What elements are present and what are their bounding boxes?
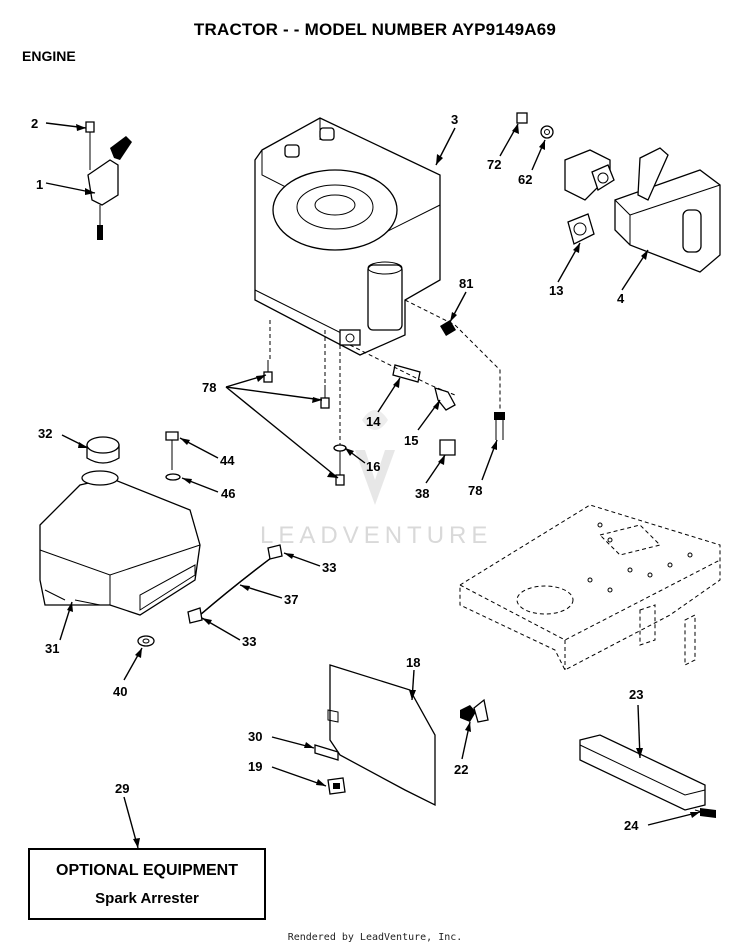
callout-3[interactable]: 3 — [451, 112, 458, 127]
spark-arrester-label[interactable]: Spark Arrester — [95, 890, 199, 907]
callout-78-bolts[interactable]: 78 — [202, 380, 216, 395]
fuel-line-part[interactable] — [187, 544, 283, 624]
callout-46[interactable]: 46 — [221, 486, 235, 501]
callout-4[interactable]: 4 — [617, 291, 625, 306]
callout-19[interactable]: 19 — [248, 759, 262, 774]
tank-bolt-part[interactable] — [137, 431, 181, 647]
section-heading: ENGINE — [22, 48, 76, 64]
exhaust-gasket-upper-part[interactable] — [591, 164, 615, 191]
callout-31[interactable]: 31 — [45, 641, 59, 656]
retainer-clip-part[interactable] — [327, 777, 346, 795]
optional-equipment-box: OPTIONAL EQUIPMENT Spark Arrester — [28, 848, 266, 920]
muffler-part[interactable] — [564, 147, 721, 273]
fuel-fittings-part[interactable] — [263, 299, 505, 486]
callout-37[interactable]: 37 — [284, 592, 298, 607]
callout-33-lower[interactable]: 33 — [242, 634, 256, 649]
page-title: TRACTOR - - MODEL NUMBER AYP9149A69 — [193, 20, 557, 39]
callout-2[interactable]: 2 — [31, 116, 38, 131]
watermark-text: LEADVENTURE — [260, 522, 492, 549]
callout-78-stud[interactable]: 78 — [468, 483, 482, 498]
throttle-bracket-part[interactable] — [85, 121, 132, 240]
cover-plate-part[interactable] — [579, 734, 716, 818]
frame-part[interactable] — [459, 504, 721, 671]
optional-equipment-title: OPTIONAL EQUIPMENT — [56, 862, 238, 879]
callout-40[interactable]: 40 — [113, 684, 127, 699]
callout-29[interactable]: 29 — [115, 781, 129, 796]
callout-18[interactable]: 18 — [406, 655, 420, 670]
callout-44[interactable]: 44 — [220, 453, 235, 468]
footer-credit: Rendered by LeadVenture, Inc. — [287, 932, 463, 943]
exhaust-gasket-lower-part[interactable] — [567, 213, 595, 245]
callout-1[interactable]: 1 — [36, 177, 43, 192]
spacer-block-part[interactable] — [314, 744, 339, 761]
callout-62[interactable]: 62 — [518, 172, 532, 187]
callout-15[interactable]: 15 — [404, 433, 418, 448]
engine-part[interactable] — [254, 117, 441, 356]
callout-30[interactable]: 30 — [248, 729, 262, 744]
callout-32[interactable]: 32 — [38, 426, 52, 441]
fuel-cap-part[interactable] — [86, 436, 120, 464]
exhaust-bolt-part[interactable] — [516, 112, 554, 139]
heat-shield-part[interactable] — [327, 664, 489, 807]
callout-13[interactable]: 13 — [549, 283, 563, 298]
leader-lines — [45, 122, 701, 849]
callout-38[interactable]: 38 — [415, 486, 429, 501]
fuel-tank-part[interactable] — [39, 470, 201, 616]
callout-23[interactable]: 23 — [629, 687, 643, 702]
callout-81[interactable]: 81 — [459, 276, 473, 291]
callout-24[interactable]: 24 — [624, 818, 639, 833]
watermark-logo — [355, 410, 395, 505]
callout-14[interactable]: 14 — [366, 414, 381, 429]
callout-22[interactable]: 22 — [454, 762, 468, 777]
callout-33-upper[interactable]: 33 — [322, 560, 336, 575]
callout-72[interactable]: 72 — [487, 157, 501, 172]
callout-16[interactable]: 16 — [366, 459, 380, 474]
